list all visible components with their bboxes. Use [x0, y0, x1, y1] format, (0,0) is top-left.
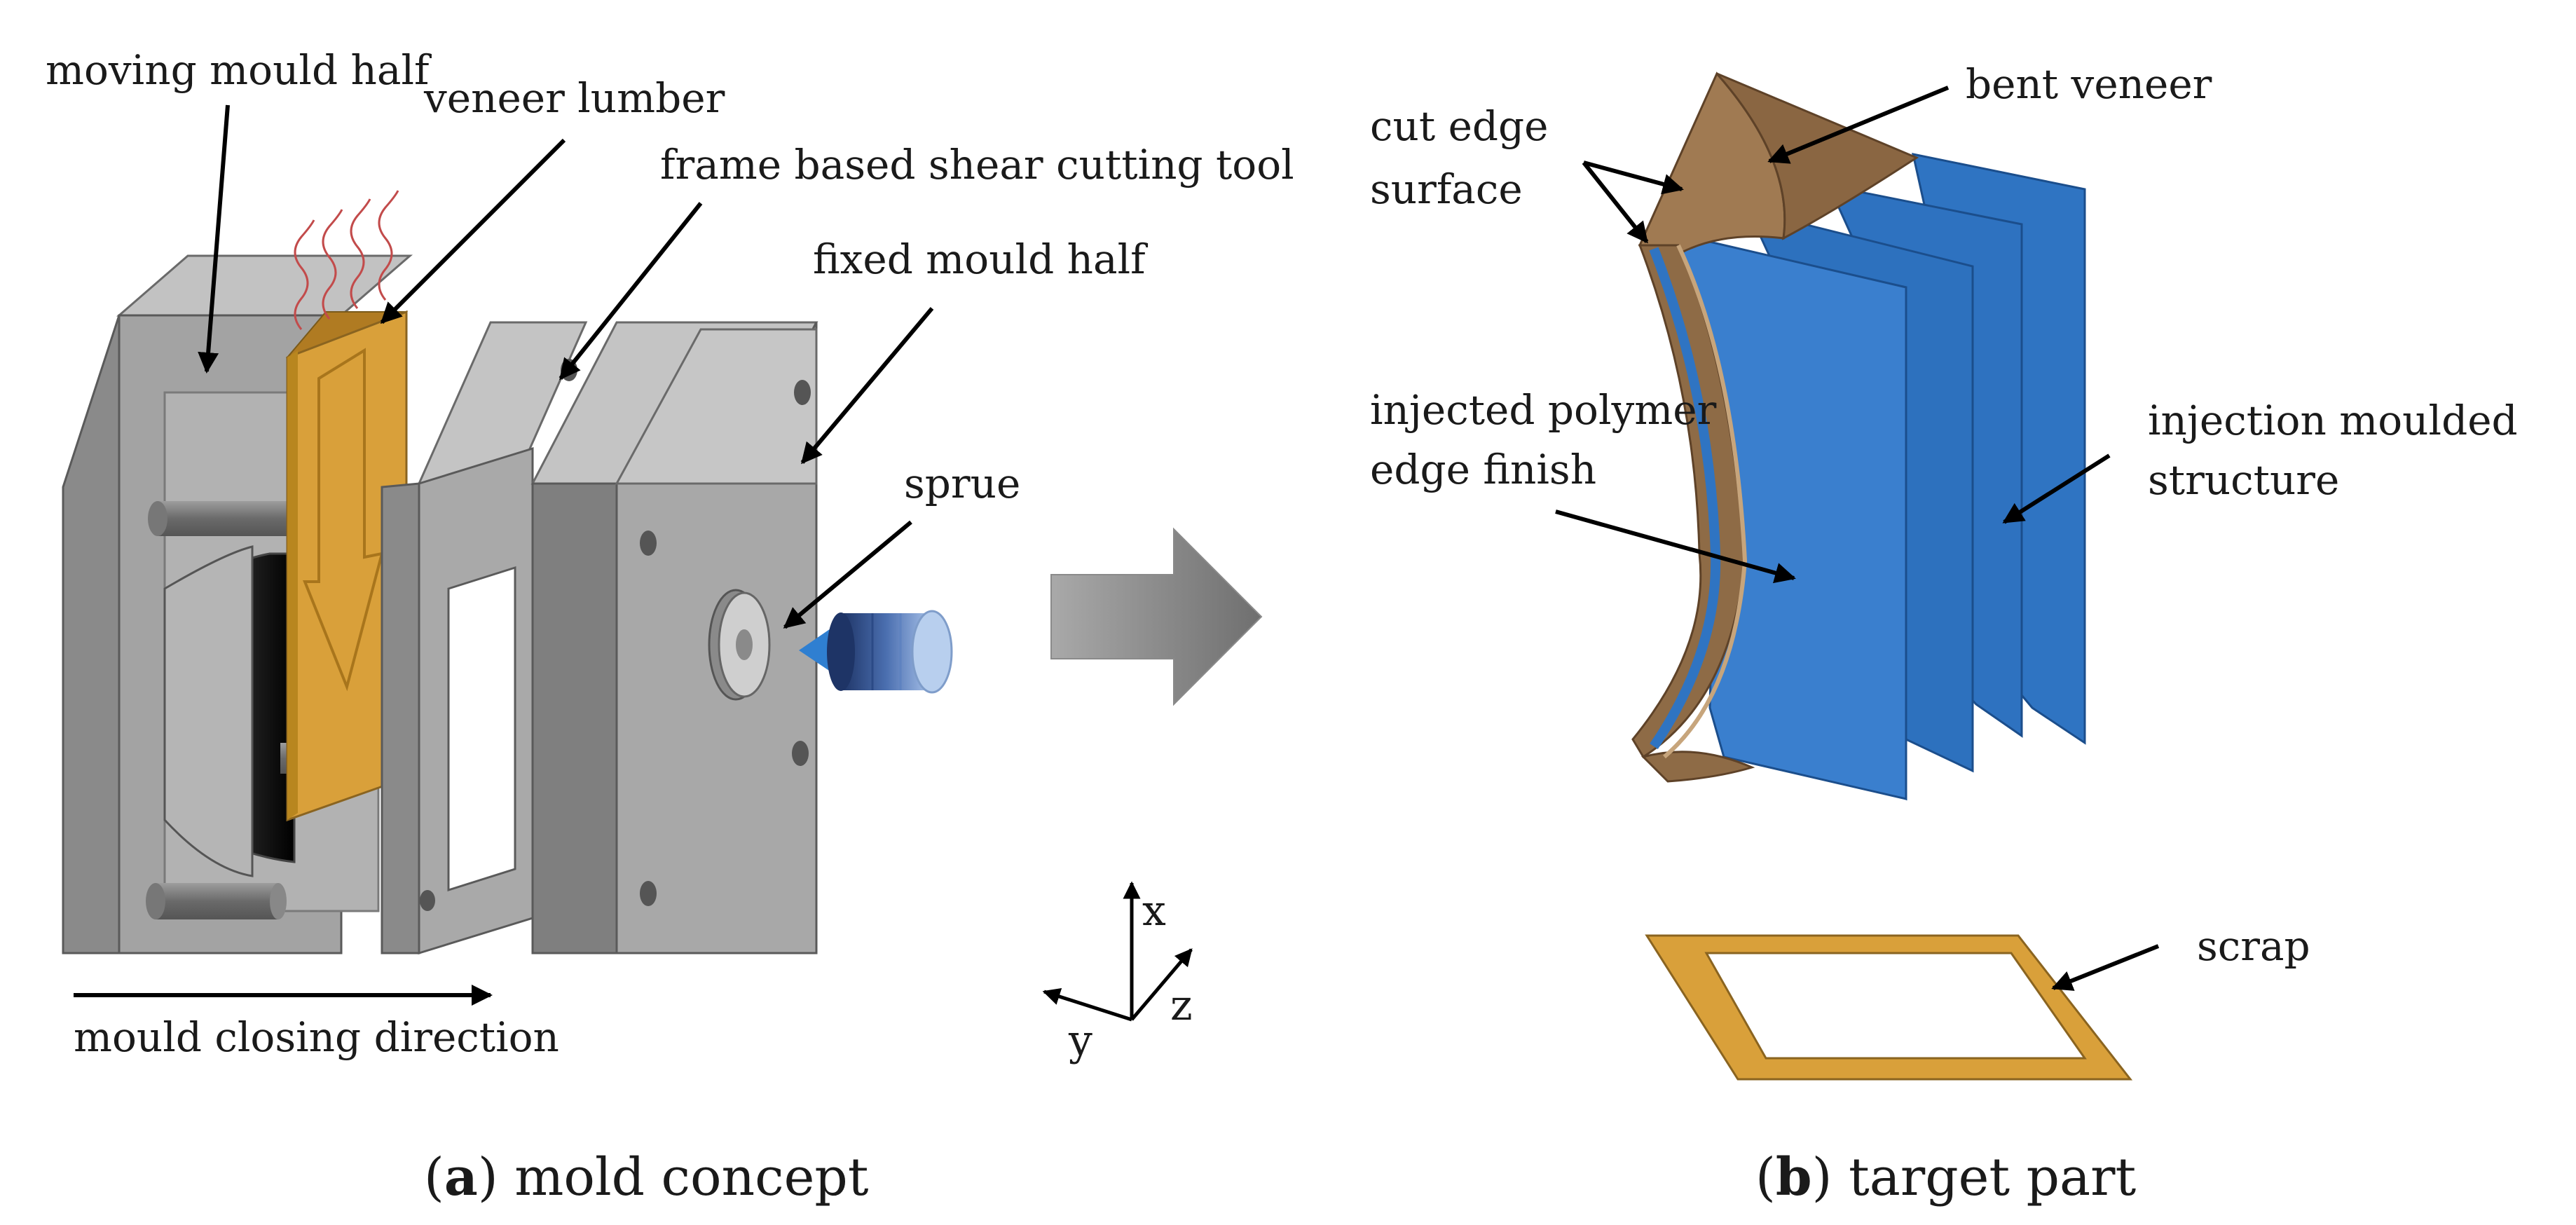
- label-closing-direction: mould closing direction: [74, 1013, 559, 1061]
- panel-b-target-part: cut edge surface bent veneer injected po…: [1370, 60, 2518, 1207]
- coordinate-axes: [1042, 881, 1193, 1022]
- caption-b-text: target part: [1849, 1147, 2137, 1207]
- label-frame-tool: frame based shear cutting tool: [660, 141, 1294, 189]
- veneer-lumber: [285, 190, 409, 822]
- caption-b: (b) target part: [1755, 1147, 2137, 1207]
- bent-veneer-shell: [1631, 71, 1919, 783]
- caption-b-letter: b: [1776, 1147, 1812, 1207]
- frame-cutting-tool: [381, 321, 588, 955]
- label-edge-finish: edge finish: [1370, 446, 1596, 493]
- label-injection-moulded: injection moulded: [2148, 397, 2518, 444]
- label-bent-veneer: bent veneer: [1966, 60, 2212, 108]
- label-cut-edge-surface: surface: [1370, 165, 1523, 213]
- label-moving-mould-half: moving mould half: [46, 46, 432, 94]
- fixed-mould-half: [530, 321, 818, 954]
- heat-wave-icons: [294, 190, 399, 330]
- label-structure: structure: [2148, 456, 2339, 504]
- axis-label-z: z: [1170, 981, 1193, 1030]
- label-scrap: scrap: [2197, 922, 2310, 970]
- label-veneer-lumber: veneer lumber: [423, 74, 725, 122]
- axis-label-x: x: [1142, 887, 1166, 936]
- moving-mould-half: [62, 254, 413, 954]
- injection-nozzle: [799, 610, 953, 694]
- caption-a-letter: a: [444, 1147, 478, 1207]
- guide-pin-lower-left: [146, 883, 287, 919]
- moulded-ribs: [1663, 153, 2086, 801]
- leader-lines-a: [74, 104, 934, 1006]
- leader-lines-b: [1555, 85, 2160, 991]
- label-sprue: sprue: [904, 460, 1020, 507]
- axis-label-y: y: [1068, 1016, 1092, 1065]
- label-fixed-mould-half: fixed mould half: [813, 235, 1148, 283]
- caption-a: (a) mold concept: [424, 1147, 869, 1207]
- panel-a-mold-concept: moving mould half veneer lumber frame ba…: [46, 46, 1294, 1207]
- sprue-bushing: [708, 589, 771, 701]
- label-injected-polymer: injected polymer: [1370, 386, 1717, 434]
- scrap-frame: [1645, 934, 2133, 1081]
- label-cut-edge: cut edge: [1370, 102, 1549, 150]
- caption-a-text: mold concept: [514, 1147, 869, 1207]
- transition-arrow: [1050, 527, 1263, 706]
